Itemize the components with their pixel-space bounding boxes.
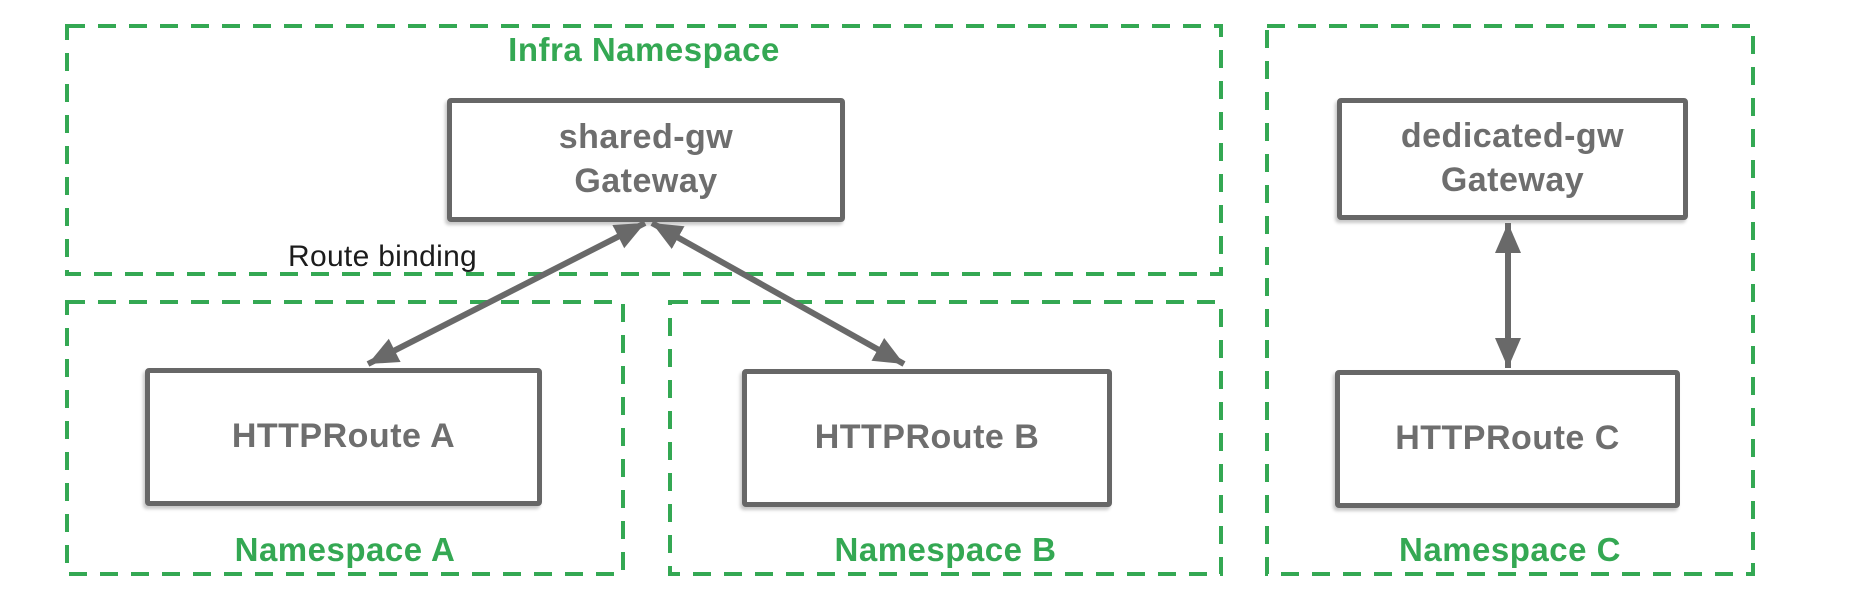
node-dedicated-gw-kind: Gateway <box>1440 161 1585 199</box>
node-shared-gw-name: shared-gw <box>558 118 734 157</box>
route-binding-label: Route binding <box>288 240 478 273</box>
node-httproute-c-label: HTTPRoute C <box>1395 419 1620 458</box>
node-httproute-a-label: HTTPRoute A <box>231 417 456 456</box>
node-httproute-b-label: HTTPRoute B <box>814 418 1040 457</box>
node-shared-gw-gateway: shared-gw Gateway <box>447 98 845 222</box>
node-dedicated-gw-name: dedicated-gw <box>1400 117 1625 156</box>
namespace-b-label: Namespace B <box>834 531 1057 568</box>
node-httproute-a: HTTPRoute A <box>145 368 542 506</box>
namespace-infra-label: Infra Namespace <box>508 31 780 68</box>
node-httproute-b: HTTPRoute B <box>742 369 1112 507</box>
node-httproute-c: HTTPRoute C <box>1335 370 1680 508</box>
namespace-a-label: Namespace A <box>234 531 456 568</box>
node-dedicated-gw-gateway: dedicated-gw Gateway <box>1337 98 1688 220</box>
node-shared-gw-kind: Gateway <box>574 162 718 200</box>
namespace-c-label: Namespace C <box>1399 531 1621 568</box>
